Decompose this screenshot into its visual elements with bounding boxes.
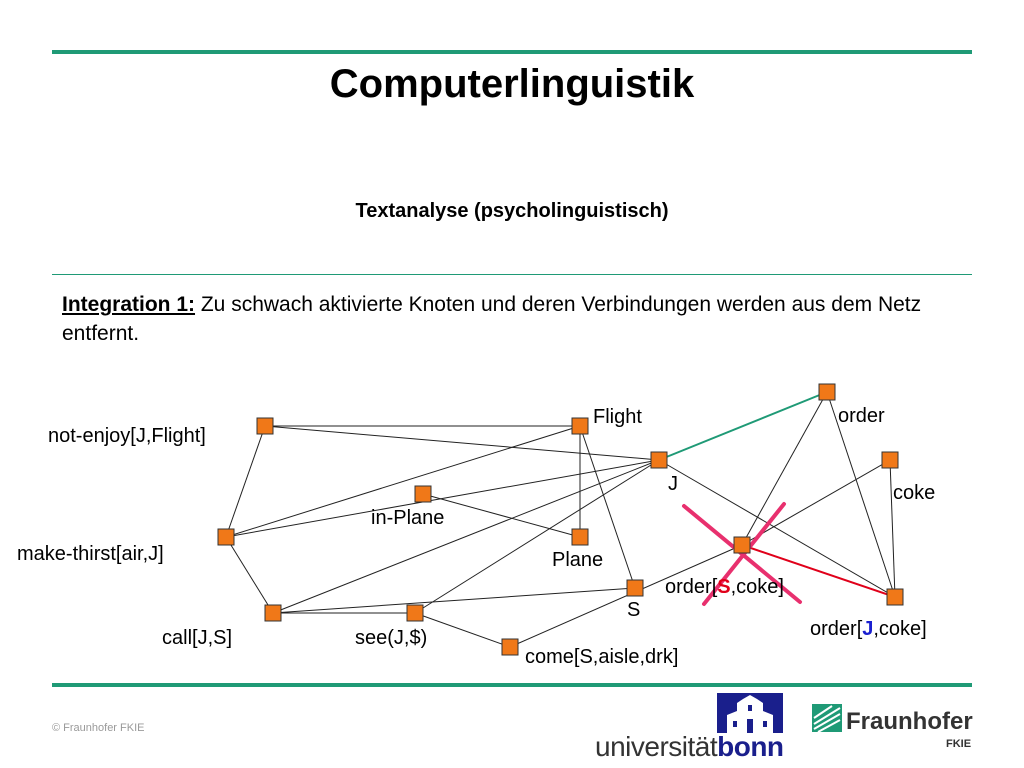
- edge-j-call: [272, 459, 660, 614]
- university-name-regular: universität: [595, 731, 718, 762]
- edge-coke-order-s-coke: [741, 459, 891, 546]
- node-s: [626, 579, 644, 597]
- edge-flight-make-thirst: [225, 425, 581, 538]
- intro-text: Zu schwach aktivierte Knoten und deren V…: [62, 293, 922, 345]
- edge-layer: [225, 391, 896, 648]
- node-order-s-coke: [733, 536, 751, 554]
- slide-title: Computerlinguistik: [329, 62, 695, 106]
- edge-come-order-s-coke: [509, 544, 743, 648]
- subtitle-rule: [52, 274, 972, 275]
- edge-call-s: [272, 587, 636, 614]
- label-flight: Flight: [593, 406, 642, 428]
- label-prefix: order[: [810, 618, 863, 640]
- edge-order-order-j-coke: [826, 391, 896, 598]
- node-come: [501, 638, 519, 656]
- node-order: [818, 383, 836, 401]
- node-not-enjoy: [256, 417, 274, 435]
- label-suffix: ,coke]: [731, 576, 784, 598]
- university-wordmark: universitätbonn: [595, 731, 784, 763]
- edge-coke-order-j-coke: [889, 459, 896, 598]
- node-make-thirst: [217, 528, 235, 546]
- label-order-s-coke: order[S,coke]: [665, 576, 784, 598]
- label-subject: J: [862, 618, 873, 640]
- label-s: S: [627, 599, 640, 621]
- fraunhofer-wordmark: Fraunhofer: [846, 708, 973, 735]
- node-in-plane: [414, 485, 432, 503]
- label-layer: order Flight not-enjoy[J,Flight] J coke …: [17, 405, 935, 668]
- edge-order-order-s-coke: [741, 391, 828, 546]
- edge-j-make-thirst: [225, 459, 660, 538]
- bottom-rule: [52, 683, 972, 687]
- label-plane: Plane: [552, 549, 603, 571]
- label-suffix: ,coke]: [873, 618, 926, 640]
- label-order: order: [838, 405, 885, 427]
- label-make-thirst: make-thirst[air,J]: [17, 543, 164, 565]
- node-coke: [881, 451, 899, 469]
- label-subject: S: [717, 576, 730, 598]
- fraunhofer-mark-icon: [812, 704, 842, 732]
- label-see: see(J,$): [355, 627, 427, 649]
- university-building-icon: [717, 693, 783, 733]
- copyright-text: © Fraunhofer FKIE: [52, 722, 145, 734]
- node-plane: [571, 528, 589, 546]
- node-call: [264, 604, 282, 622]
- label-coke: coke: [893, 482, 935, 504]
- label-in-plane: in-Plane: [371, 507, 444, 529]
- edge-not-enjoy-make-thirst: [225, 425, 266, 538]
- fraunhofer-unit: FKIE: [946, 738, 972, 750]
- node-flight: [571, 417, 589, 435]
- edge-order-s-coke-order-j-coke: [741, 544, 896, 598]
- intro-paragraph: Integration 1: Zu schwach aktivierte Kno…: [62, 290, 962, 348]
- edge-see-come: [414, 612, 511, 648]
- slide-subtitle: Textanalyse (psycholinguistisch): [355, 200, 669, 222]
- cross-stroke-b: [702, 502, 786, 606]
- node-j: [650, 451, 668, 469]
- label-j: J: [668, 473, 678, 495]
- top-rule: [52, 50, 972, 54]
- edge-j-see: [414, 459, 660, 614]
- label-prefix: order[: [665, 576, 718, 598]
- label-come: come[S,aisle,drk]: [525, 646, 678, 668]
- node-order-j-coke: [886, 588, 904, 606]
- label-order-j-coke: order[J,coke]: [810, 618, 927, 640]
- university-name-bold: bonn: [717, 731, 784, 762]
- label-call: call[J,S]: [162, 627, 232, 649]
- node-layer: [217, 383, 904, 656]
- edge-make-thirst-call: [225, 536, 274, 614]
- edge-not-enjoy-j: [264, 425, 660, 461]
- edge-j-order-j-coke: [658, 459, 896, 598]
- edge-in-plane-plane: [422, 493, 581, 538]
- label-not-enjoy: not-enjoy[J,Flight]: [48, 425, 206, 447]
- node-see: [406, 604, 424, 622]
- intro-lead: Integration 1:: [62, 293, 196, 316]
- edge-j-order: [658, 391, 828, 461]
- edge-flight-s: [579, 425, 636, 589]
- removal-cross: [682, 502, 802, 606]
